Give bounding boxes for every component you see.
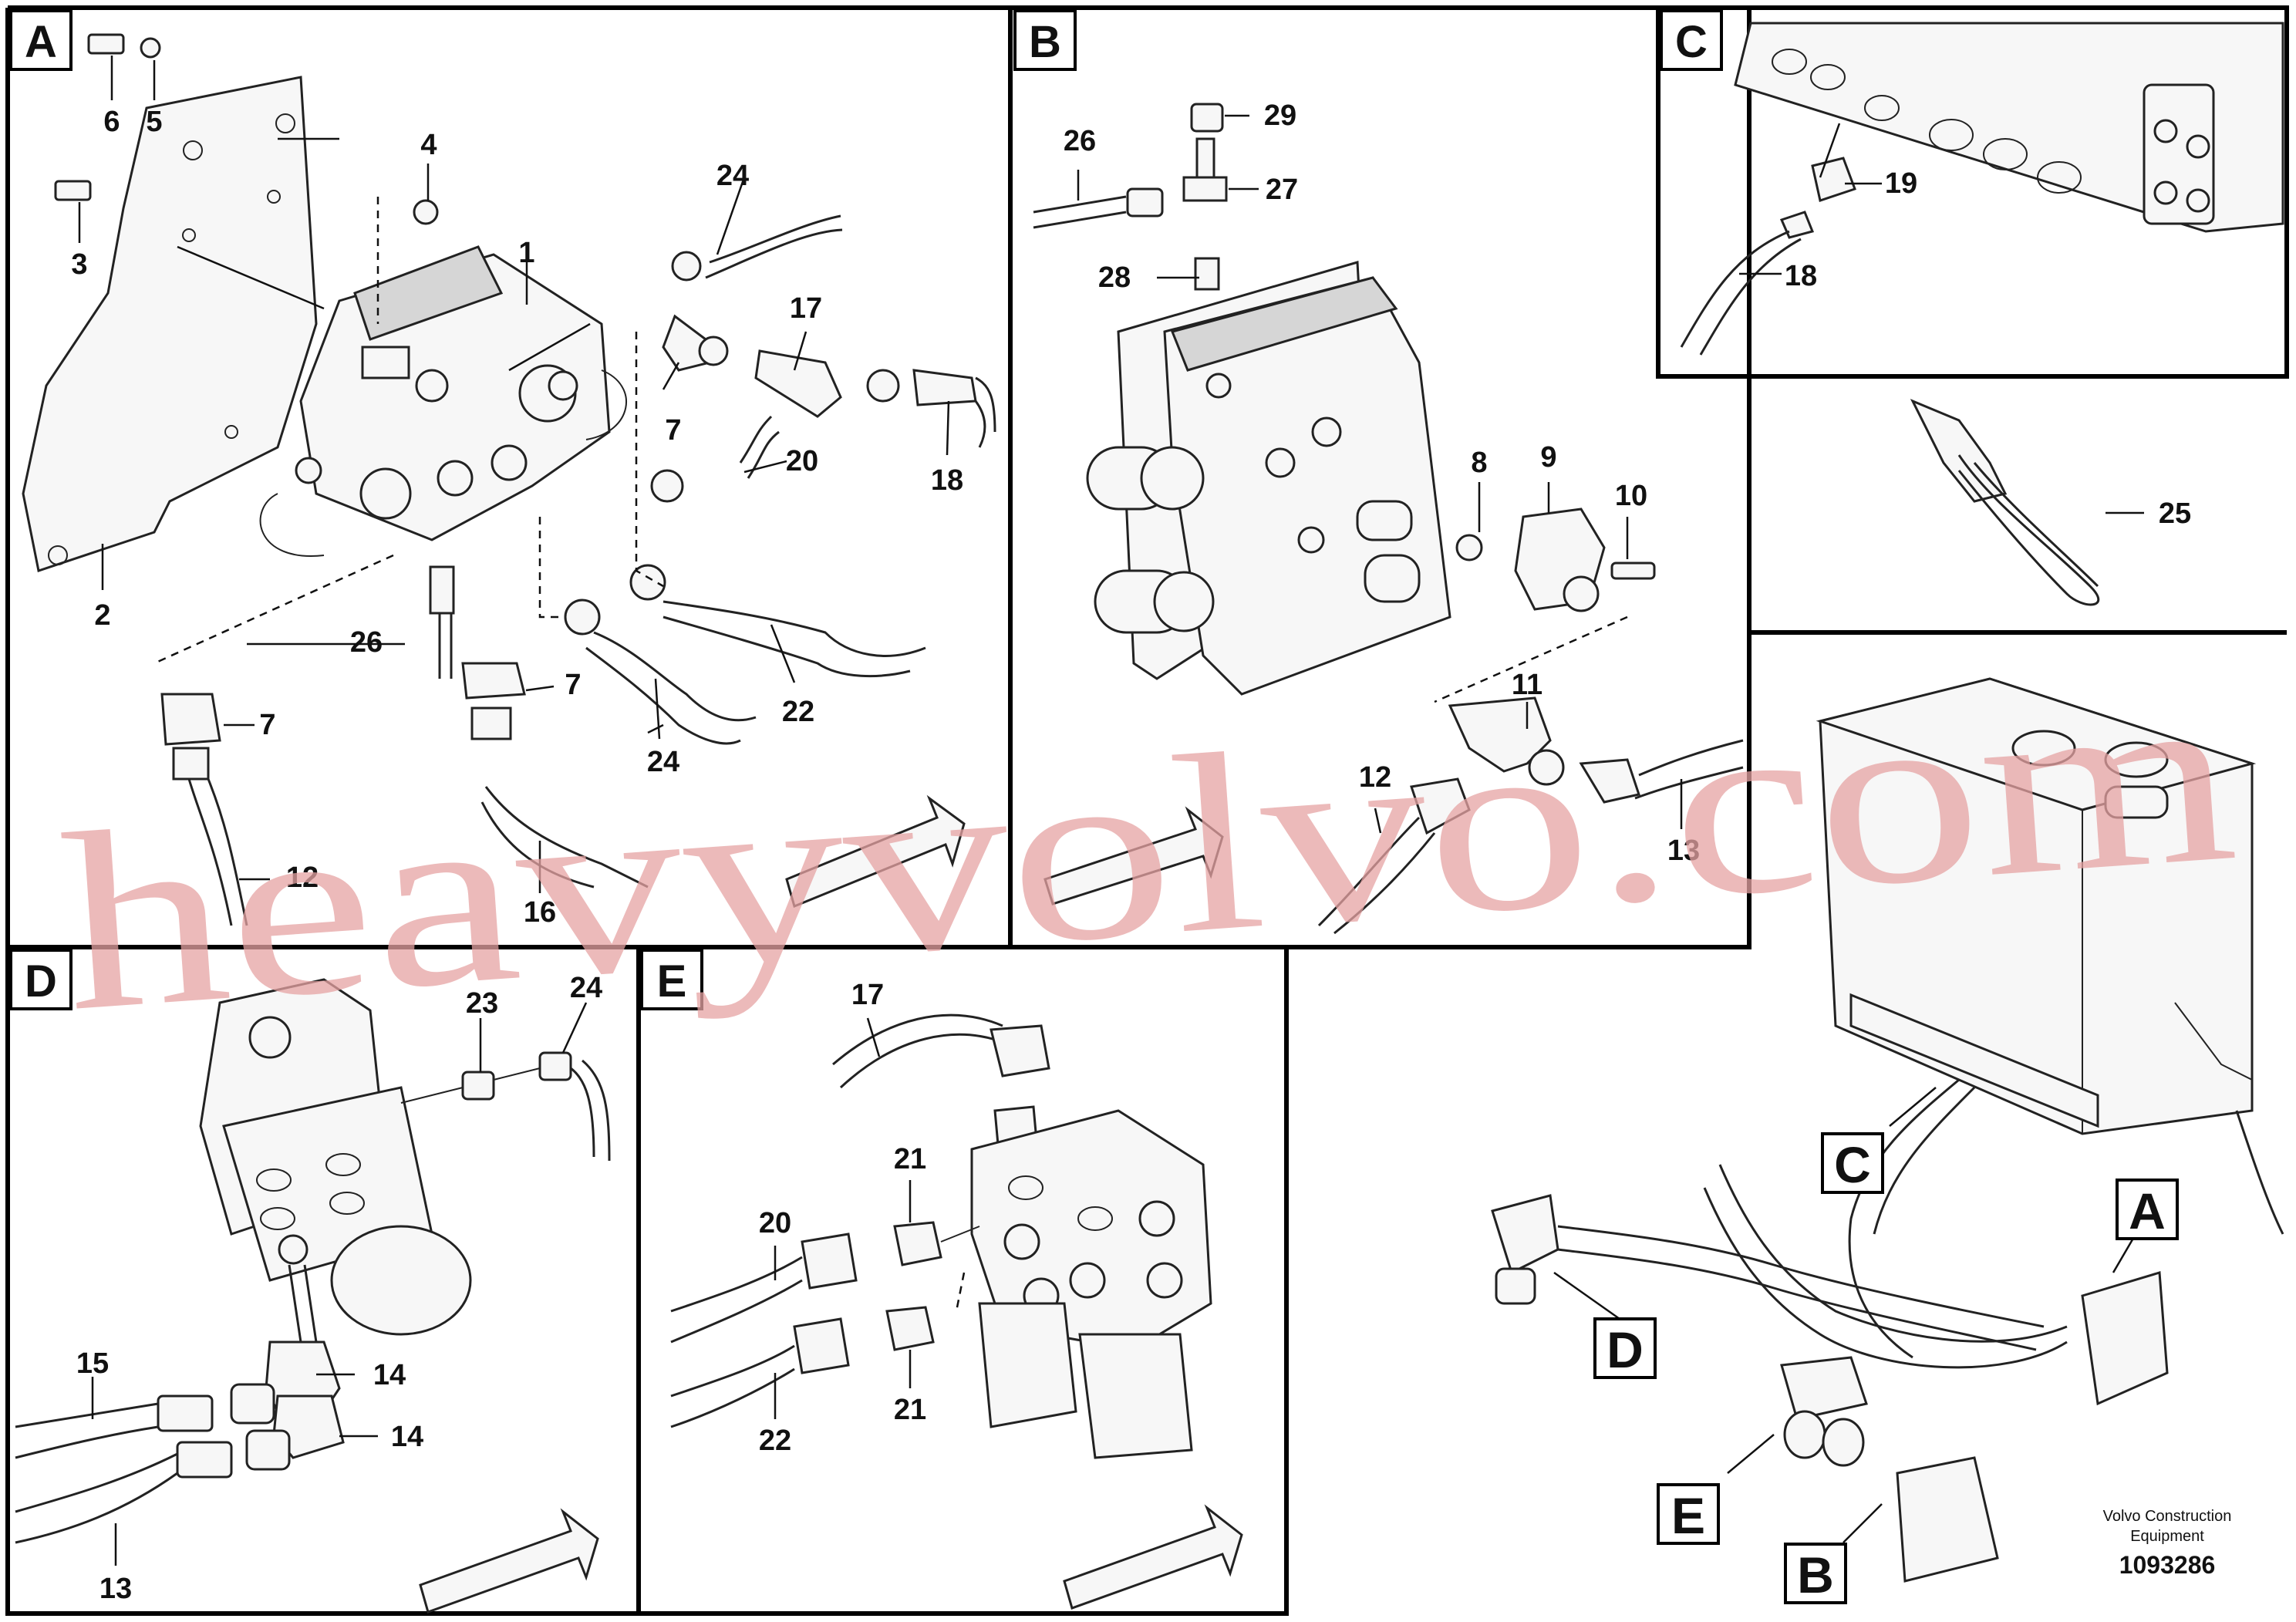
footer-brand: Volvo Construction Equipment 1093286 — [2103, 1508, 2232, 1579]
svg-text:D: D — [25, 956, 57, 1007]
callout-b-9: 9 — [1540, 441, 1556, 474]
callout-b-10: 10 — [1615, 480, 1647, 512]
panel-d-drawing — [15, 978, 611, 1614]
brand-line-1: Volvo Construction — [2103, 1508, 2232, 1525]
panel-label-a: A — [9, 9, 72, 71]
callout-a-15: 16 — [524, 896, 556, 929]
callout-a-26: 26 — [350, 626, 383, 659]
clamp-panel-drawing — [1910, 399, 2100, 606]
document-number: 1093286 — [2119, 1551, 2216, 1579]
callout-a-6: 6 — [103, 106, 120, 138]
panel-label-b: B — [1013, 9, 1077, 71]
svg-text:E: E — [657, 956, 687, 1007]
callout-b-12: 12 — [1359, 761, 1391, 794]
callout-a-16: 17 — [790, 292, 822, 325]
callout-a-3: 3 — [71, 248, 87, 281]
callout-c-19: 19 — [1885, 167, 1917, 200]
callout-a-7-top: 7 — [665, 414, 681, 447]
panel-b-leaders — [1077, 114, 1683, 834]
panel-a-leaders — [78, 56, 950, 893]
panel-c-leaders — [1739, 123, 1882, 275]
callout-a-22: 24 — [647, 746, 679, 778]
callout-a-1: 1 — [518, 237, 534, 269]
callout-a-7-left: 7 — [259, 709, 275, 741]
svg-text:C: C — [1675, 17, 1708, 67]
callout-a-2: 2 — [94, 599, 110, 632]
svg-text:B: B — [1029, 17, 1061, 67]
overview-label-d: D — [1607, 1321, 1644, 1378]
callout-b-13: 13 — [1667, 835, 1700, 867]
callout-d-23: 23 — [466, 987, 498, 1020]
callout-a-24: 24 — [716, 160, 749, 192]
callout-b-8: 8 — [1471, 447, 1487, 479]
overview-drawing — [1491, 677, 2284, 1583]
overview-label-a: A — [2129, 1182, 2166, 1239]
callout-a-5: 5 — [146, 106, 162, 138]
panel-e-drawing — [670, 1013, 1243, 1610]
callout-25: 25 — [2159, 497, 2191, 530]
callout-d-15: 15 — [76, 1347, 109, 1380]
callout-d-14-top: 14 — [373, 1359, 406, 1391]
panel-c-callouts: 19 18 — [1785, 167, 1917, 292]
callout-a-4: 4 — [420, 129, 437, 161]
callout-d-24: 24 — [570, 972, 602, 1004]
overview-label-c: C — [1834, 1136, 1871, 1193]
brand-line-2: Equipment — [2130, 1528, 2204, 1545]
callout-b-29: 29 — [1264, 99, 1296, 132]
panel-a-callouts: 6 5 4 3 1 2 24 17 18 7 20 26 7 7 22 24 1… — [71, 106, 963, 929]
callout-d-13: 13 — [99, 1573, 132, 1605]
panel-label-d: D — [9, 949, 72, 1010]
callout-b-11: 11 — [1512, 669, 1542, 701]
panel-frames — [5, 5, 2289, 1616]
callout-b-28: 28 — [1098, 261, 1131, 294]
callout-a-17: 18 — [931, 464, 963, 497]
callout-a-7-mid: 7 — [565, 669, 581, 701]
callout-d-14-bottom: 14 — [391, 1421, 423, 1453]
panel-c-drawing — [1680, 22, 2284, 356]
panel-b-callouts: 29 26 27 28 8 9 10 11 12 13 — [1064, 99, 1700, 867]
callout-b-26: 26 — [1064, 125, 1096, 157]
panel-a-drawing — [22, 33, 996, 926]
clamp-panel-callouts: 25 — [2159, 497, 2191, 530]
callout-e-17: 17 — [851, 979, 884, 1011]
panel-d-callouts: 23 24 14 14 15 13 — [76, 972, 602, 1605]
overview-labels: C A D E B — [1593, 1132, 2179, 1604]
callout-a-12: 12 — [286, 862, 319, 894]
callout-b-27: 27 — [1266, 174, 1298, 206]
svg-text:A: A — [25, 17, 57, 67]
callout-e-21-top: 21 — [894, 1143, 926, 1175]
panel-d-leaders — [91, 1002, 588, 1566]
callout-e-22: 22 — [759, 1425, 791, 1457]
panel-b-drawing — [1033, 103, 1744, 935]
overview-label-b: B — [1797, 1546, 1834, 1603]
panel-label-c: C — [1660, 9, 1723, 71]
callout-c-18: 18 — [1785, 260, 1817, 292]
overview-label-e: E — [1671, 1487, 1705, 1544]
panel-e-callouts: 17 20 21 21 22 — [759, 979, 926, 1457]
panel-label-e: E — [640, 949, 703, 1010]
callout-e-21-bottom: 21 — [894, 1394, 926, 1426]
panel-e-leaders — [774, 1017, 966, 1419]
callout-a-18: 20 — [786, 445, 818, 477]
callout-e-20: 20 — [759, 1207, 791, 1239]
callout-a-20: 22 — [782, 696, 814, 728]
